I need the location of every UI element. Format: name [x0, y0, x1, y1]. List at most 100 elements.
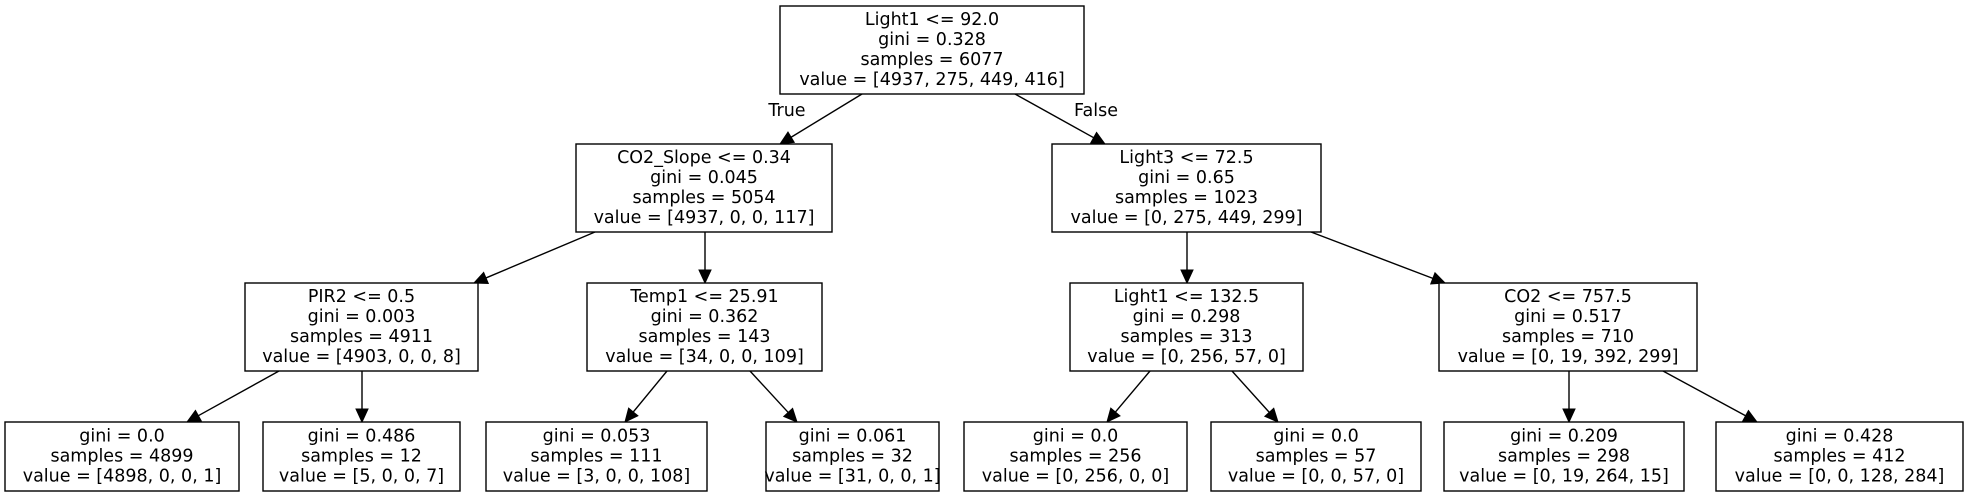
node-box — [575, 143, 833, 233]
node-line: value = [3, 0, 0, 108] — [503, 467, 690, 487]
edges-layer: True False — [185, 93, 1759, 424]
node-box — [244, 282, 479, 372]
arrowhead-icon — [355, 408, 369, 424]
edge-n3-n8 — [355, 371, 369, 424]
node-line: samples = 412 — [1774, 447, 1906, 467]
node-line: gini = 0.061 — [799, 427, 907, 447]
arrowhead-icon — [185, 409, 203, 423]
node-line: samples = 256 — [1010, 447, 1142, 467]
node-line: gini = 0.428 — [1786, 427, 1894, 447]
node-box — [1051, 143, 1322, 233]
node-line: gini = 0.053 — [543, 427, 651, 447]
node-line: value = [34, 0, 0, 109] — [605, 347, 804, 367]
node-line: samples = 313 — [1121, 327, 1253, 347]
node-box — [1443, 421, 1685, 492]
node-line: value = [0, 0, 57, 0] — [1228, 467, 1404, 487]
node-box — [1210, 421, 1422, 492]
node-line: gini = 0.045 — [650, 168, 758, 188]
node-line: PIR2 <= 0.5 — [308, 287, 415, 307]
node-box — [4, 421, 240, 492]
edge-n1-n3 — [472, 231, 596, 285]
arrowhead-icon — [1089, 131, 1107, 145]
edge-label: True — [767, 101, 805, 121]
edge-line — [485, 231, 596, 279]
edge-n6-n13 — [1562, 371, 1576, 424]
edge-line — [1231, 370, 1270, 413]
edge-line — [198, 370, 280, 417]
node-line: gini = 0.209 — [1510, 427, 1618, 447]
edge-line — [632, 370, 668, 413]
node-line: Temp1 <= 25.91 — [629, 287, 778, 307]
node-box — [1438, 282, 1698, 372]
node-line: CO2_Slope <= 0.34 — [617, 148, 791, 168]
arrowhead-icon — [1106, 407, 1121, 423]
arrowhead-icon — [778, 131, 796, 145]
edge-n3-n7 — [185, 370, 280, 423]
node-line: CO2 <= 757.5 — [1504, 287, 1632, 307]
arrowhead-icon — [1562, 408, 1576, 424]
node-line: gini = 0.298 — [1133, 307, 1241, 327]
edge-n6-n14 — [1662, 370, 1759, 423]
node-line: gini = 0.0 — [1033, 427, 1119, 447]
edge-n5-n11 — [1106, 370, 1151, 423]
node-line: Light3 <= 72.5 — [1119, 148, 1253, 168]
node-line: gini = 0.0 — [79, 427, 165, 447]
edge-n5-n12 — [1231, 370, 1279, 423]
edge-n1-n4 — [698, 232, 712, 285]
node-line: gini = 0.486 — [308, 427, 416, 447]
edge-n4-n10 — [749, 370, 798, 423]
node-box — [1069, 282, 1304, 372]
node-line: value = [0, 19, 264, 15] — [1459, 467, 1669, 487]
node-line: gini = 0.517 — [1514, 307, 1622, 327]
arrowhead-icon — [1263, 407, 1279, 423]
node-line: gini = 0.65 — [1138, 168, 1235, 188]
node-line: samples = 6077 — [860, 50, 1003, 70]
arrowhead-icon — [698, 269, 712, 285]
node-line: samples = 298 — [1498, 447, 1630, 467]
edge-n0-n1: True — [767, 93, 863, 145]
node-line: value = [0, 256, 57, 0] — [1087, 347, 1286, 367]
node-line: Light1 <= 92.0 — [865, 10, 999, 30]
node-line: samples = 12 — [301, 447, 422, 467]
edge-line — [1662, 370, 1746, 417]
node-line: samples = 1023 — [1115, 188, 1258, 208]
node-line: gini = 0.003 — [308, 307, 416, 327]
node-line: value = [0, 275, 449, 299] — [1071, 208, 1303, 228]
node-line: samples = 5054 — [632, 188, 775, 208]
arrowhead-icon — [782, 407, 798, 423]
node-line: value = [4937, 275, 449, 416] — [799, 70, 1064, 90]
node-box — [586, 282, 823, 372]
node-line: samples = 4911 — [290, 327, 433, 347]
node-line: value = [31, 0, 0, 1] — [764, 467, 940, 487]
edge-n2-n5 — [1180, 232, 1194, 285]
node-line: samples = 143 — [639, 327, 771, 347]
edge-n0-n2: False — [1014, 93, 1118, 145]
node-line: gini = 0.0 — [1273, 427, 1359, 447]
node-line: samples = 111 — [531, 447, 663, 467]
node-line: samples = 32 — [792, 447, 913, 467]
arrowhead-icon — [1741, 409, 1759, 423]
node-line: gini = 0.328 — [878, 30, 986, 50]
edge-line — [1310, 231, 1434, 280]
edge-line — [1014, 93, 1094, 139]
node-line: value = [4898, 0, 0, 1] — [23, 467, 222, 487]
node-line: value = [4903, 0, 0, 8] — [262, 347, 461, 367]
node-line: value = [0, 0, 128, 284] — [1735, 467, 1945, 487]
arrowhead-icon — [1429, 271, 1447, 285]
node-line: samples = 57 — [1256, 447, 1377, 467]
edge-line — [1114, 370, 1151, 413]
arrowhead-icon — [1180, 269, 1194, 285]
